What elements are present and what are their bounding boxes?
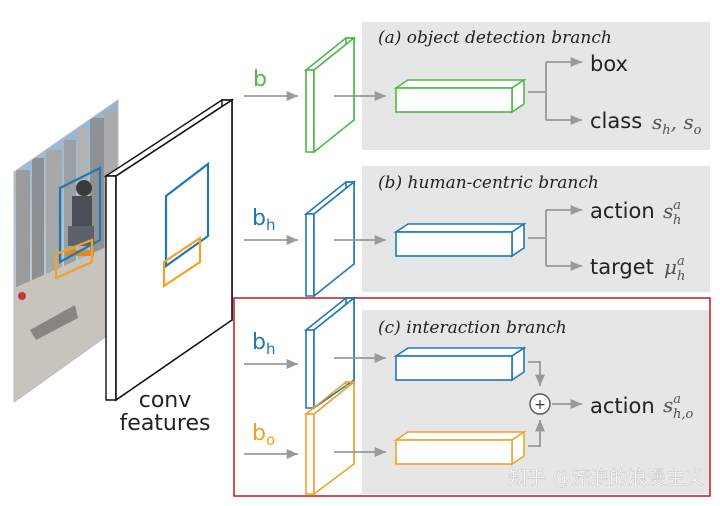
branch-b-roi-plate [303,180,357,298]
branch-a-output-box: box [590,52,628,76]
branch-c-object-roi-plate [303,380,357,496]
photo-object-box [54,238,94,280]
conv-label-line1: conv [139,388,192,413]
conv-label-line2: features [120,411,211,436]
input-photo [13,99,119,403]
sum-node-icon [529,393,551,415]
branch-b-fork [528,209,580,267]
feature-object-box [162,235,202,289]
conv-features-block [103,98,235,402]
sum-node-plus: + [534,397,546,413]
interaction-highlight-frame [233,297,711,497]
branch-c-title: (c) interaction branch [378,318,567,338]
branch-a-class-score: sh, so [652,110,702,138]
branch-c-human-input-label: bh [252,330,275,358]
branch-a-output-class: class [590,109,642,133]
branch-b-output-action: action [590,199,655,223]
branch-c-object-fc-block [393,430,527,466]
branch-b-fc-block [393,222,527,258]
branch-c-output-action: action [590,394,655,418]
watermark: 知乎 @流浪的浪漫主义 [508,467,704,489]
branch-c-merge-bottom [528,420,546,447]
branch-c-merge-top [528,361,546,386]
branch-a-input-label: b [253,67,267,92]
branch-a-fork [528,61,580,121]
branch-a-fc-block [393,78,527,114]
branch-a-title: (a) object detection branch [378,28,612,48]
branch-b-output-target: target [590,255,654,279]
feature-human-box [164,161,210,269]
branch-b-input-label: bh [252,206,275,234]
branch-a-roi-plate [303,36,357,154]
photo-human-box [58,166,102,264]
branch-c-human-fc-block [393,346,527,382]
branch-b-title: (b) human-centric branch [378,173,599,193]
branch-c-object-input-label: bo [252,421,275,449]
